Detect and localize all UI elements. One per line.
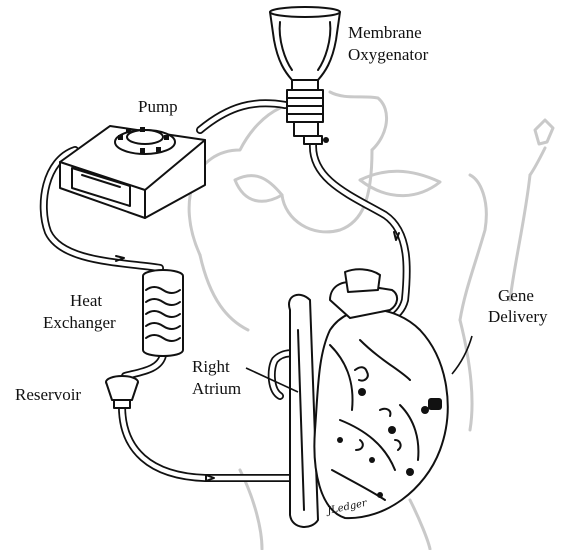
label-membrane: Membrane xyxy=(348,23,422,42)
membrane-oxygenator xyxy=(270,7,340,144)
heat-exchanger xyxy=(143,270,183,356)
label-oxygenator: Oxygenator xyxy=(348,45,429,64)
reservoir xyxy=(106,376,138,408)
label-atrium: Atrium xyxy=(192,379,241,398)
heart xyxy=(289,269,448,527)
label-pump: Pump xyxy=(138,97,178,116)
label-delivery: Delivery xyxy=(488,307,548,326)
label-right: Right xyxy=(192,357,230,376)
pump xyxy=(60,126,205,218)
label-reservoir: Reservoir xyxy=(15,385,81,404)
label-exchanger: Exchanger xyxy=(43,313,116,332)
label-heat: Heat xyxy=(70,291,102,310)
label-gene: Gene xyxy=(498,286,534,305)
